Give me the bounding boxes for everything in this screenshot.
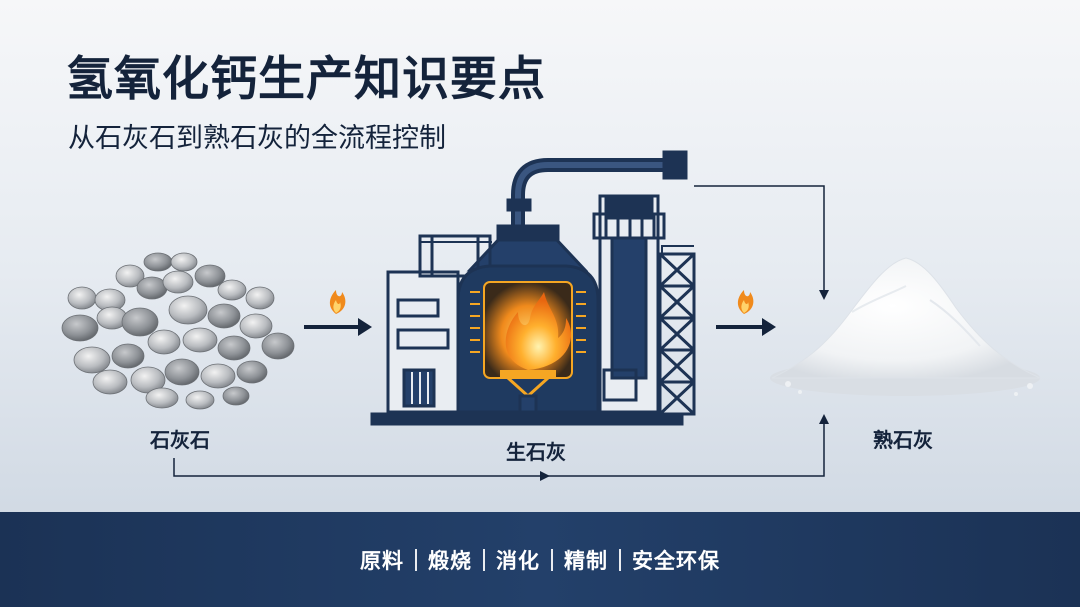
flame-icon	[737, 290, 754, 314]
process-illustration	[61, 150, 1041, 481]
step-safety-environment: 安全环保	[632, 548, 720, 573]
step-divider	[483, 548, 485, 571]
process-steps: 原料 煅烧 消化 精制 安全环保	[360, 545, 720, 575]
step-divider	[415, 548, 417, 571]
label-slaked-lime: 熟石灰	[873, 428, 933, 452]
step-divider	[551, 548, 553, 571]
flame-icon	[329, 290, 346, 314]
step-refining: 精制	[564, 548, 608, 573]
page-subtitle: 从石灰石到熟石灰的全流程控制	[68, 123, 446, 154]
feedback-arrow-top	[694, 185, 829, 300]
lime-kiln-plant	[370, 150, 696, 426]
step-slaking: 消化	[496, 548, 540, 573]
arrow-to-slaked-lime	[716, 318, 776, 336]
arrow-to-kiln	[304, 318, 372, 336]
footer-banner: 原料 煅烧 消化 精制 安全环保	[0, 512, 1080, 607]
label-quicklime: 生石灰	[506, 440, 566, 464]
limestone-pile-image	[61, 252, 295, 410]
page-title: 氢氧化钙生产知识要点	[66, 52, 546, 107]
step-divider	[619, 548, 621, 571]
slaked-lime-powder-image	[770, 257, 1041, 396]
label-limestone: 石灰石	[150, 428, 210, 452]
bypass-arrow-bottom	[173, 414, 829, 481]
step-calcination: 煅烧	[428, 548, 472, 573]
step-raw-materials: 原料	[360, 548, 404, 573]
